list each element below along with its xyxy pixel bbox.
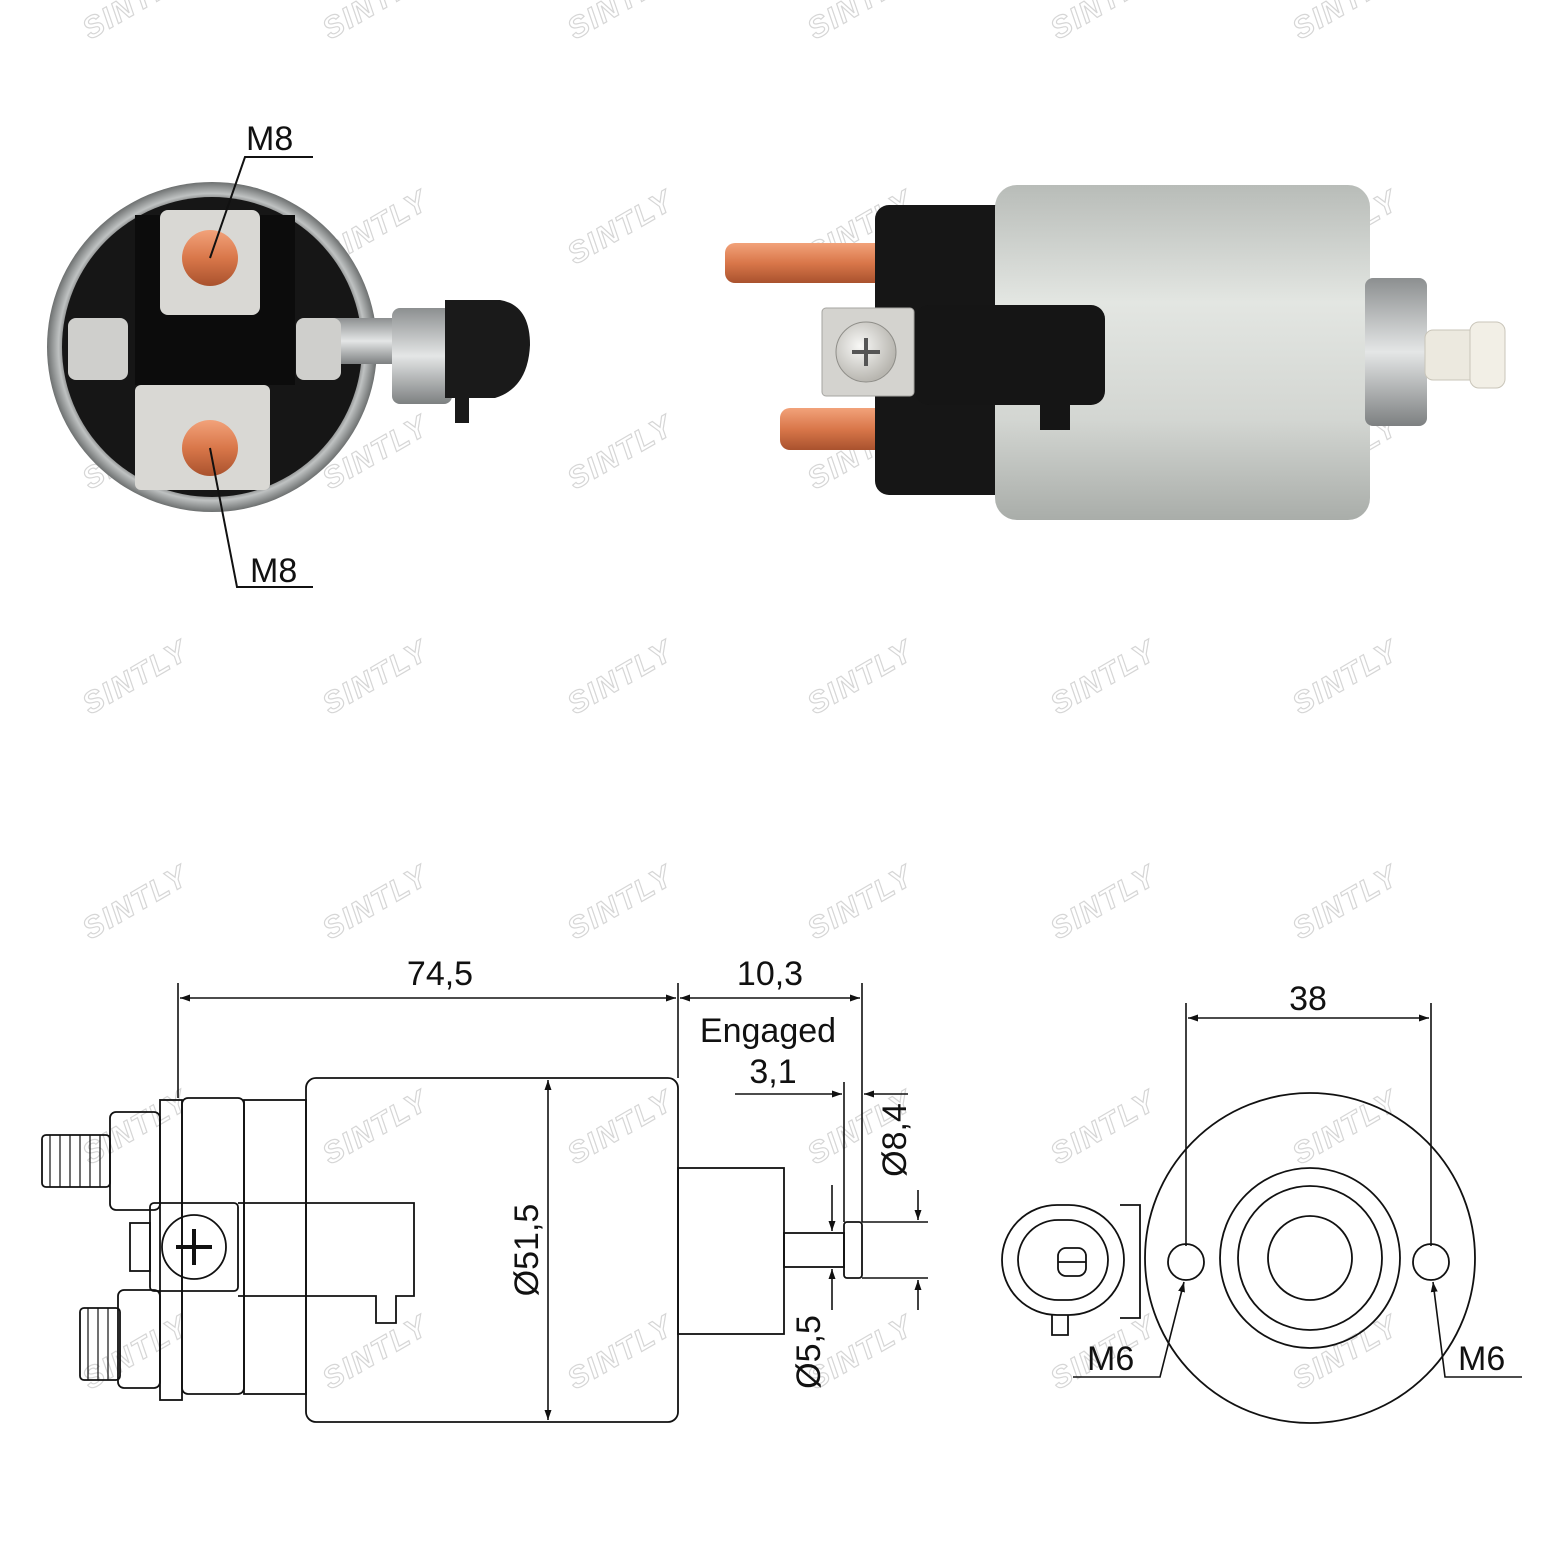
m6-left-label: M6 bbox=[1087, 1340, 1134, 1378]
watermark-text: SINTLY bbox=[802, 0, 920, 46]
watermark-text: SINTLY bbox=[317, 0, 435, 46]
m8-top-label: M8 bbox=[246, 120, 293, 158]
watermark-text: SINTLY bbox=[802, 634, 920, 721]
upper-copper-stud bbox=[725, 243, 890, 283]
watermark-text: SINTLY bbox=[1045, 0, 1163, 46]
connector-bracket bbox=[1120, 1204, 1141, 1319]
lower-copper-stud bbox=[780, 408, 890, 450]
watermark-text: SINTLY bbox=[562, 859, 680, 946]
watermark-text: SINTLY bbox=[77, 0, 195, 46]
end-collar bbox=[1237, 1185, 1383, 1331]
shaft-diameter-label: Ø5,5 bbox=[790, 1315, 828, 1389]
end-inner-ring bbox=[1219, 1167, 1401, 1349]
watermark-text: SINTLY bbox=[1287, 1309, 1405, 1396]
watermark-text: SINTLY bbox=[77, 859, 195, 946]
left-mount-hole bbox=[1167, 1243, 1205, 1281]
engaged-label: Engaged bbox=[700, 1012, 836, 1050]
watermark-text: SINTLY bbox=[562, 1084, 680, 1171]
plunger-head-outline bbox=[843, 1221, 863, 1279]
left-screw-terminal bbox=[68, 318, 128, 380]
watermark-text: SINTLY bbox=[1287, 634, 1405, 721]
m8-bottom-label: M8 bbox=[250, 552, 297, 590]
head-diameter-label: Ø8,4 bbox=[876, 1103, 914, 1177]
bracket-screw-outline bbox=[161, 1214, 227, 1280]
plunger-shaft-outline bbox=[783, 1232, 845, 1268]
connector-latch bbox=[455, 395, 469, 423]
watermark-text: SINTLY bbox=[562, 0, 680, 46]
watermark-text: SINTLY bbox=[77, 634, 195, 721]
right-mount-hole bbox=[1412, 1243, 1450, 1281]
connector-plug bbox=[445, 300, 530, 398]
watermark-text: SINTLY bbox=[1045, 859, 1163, 946]
drawing-end-view bbox=[1001, 1092, 1476, 1424]
connector-latch-side bbox=[1040, 395, 1070, 430]
connector-sleeve-outline bbox=[238, 1202, 415, 1324]
lower-stud-outline bbox=[79, 1307, 121, 1381]
watermark-text: SINTLY bbox=[1287, 859, 1405, 946]
travel-label: 10,3 bbox=[737, 955, 803, 993]
watermark-text: SINTLY bbox=[317, 1084, 435, 1171]
watermark-text: SINTLY bbox=[562, 409, 680, 496]
spacing-label: 38 bbox=[1289, 980, 1327, 1018]
lower-stud-threads bbox=[87, 1308, 109, 1380]
photo-side-view bbox=[725, 185, 1506, 520]
end-outline bbox=[1144, 1092, 1476, 1424]
bracket-lug bbox=[129, 1222, 151, 1272]
watermark-text: SINTLY bbox=[1045, 634, 1163, 721]
nose-outline bbox=[677, 1167, 785, 1335]
bracket-screw-cross bbox=[176, 1229, 212, 1265]
terminal-nut bbox=[392, 308, 452, 404]
end-cap-neck bbox=[243, 1099, 307, 1395]
m6-left-leader bbox=[1073, 1281, 1185, 1378]
engaged-value: 3,1 bbox=[749, 1053, 796, 1091]
right-screw-terminal bbox=[296, 318, 341, 380]
watermark-text: SINTLY bbox=[317, 859, 435, 946]
upper-stud-threads bbox=[49, 1135, 101, 1187]
watermark-text: SINTLY bbox=[562, 1309, 680, 1396]
watermark-text: SINTLY bbox=[802, 859, 920, 946]
solenoid-body bbox=[995, 185, 1370, 520]
photo-end-view: M8 M8 bbox=[47, 120, 530, 590]
end-view-dimensions bbox=[1073, 1003, 1522, 1378]
connector-sleeve bbox=[915, 305, 1105, 405]
watermark-text: SINTLY bbox=[1045, 1084, 1163, 1171]
connector-latch-outline bbox=[1051, 1315, 1069, 1336]
watermark-text: SINTLY bbox=[562, 184, 680, 271]
drawing-side-view bbox=[41, 1077, 863, 1423]
body-diameter-label: Ø51,5 bbox=[508, 1204, 546, 1297]
connector-outer bbox=[1001, 1204, 1125, 1316]
plunger-head bbox=[1469, 321, 1506, 389]
m8-bottom-leader bbox=[209, 447, 313, 588]
front-collar bbox=[1365, 278, 1427, 426]
side-view-dimensions bbox=[177, 983, 928, 1420]
end-bore bbox=[1267, 1215, 1353, 1301]
watermark-text: SINTLY bbox=[77, 1309, 195, 1396]
connector-inner bbox=[1017, 1219, 1109, 1301]
watermark-text: SINTLY bbox=[1287, 0, 1405, 46]
terminal-strap bbox=[330, 318, 410, 364]
watermark-text: SINTLY bbox=[317, 634, 435, 721]
m6-right-leader bbox=[1430, 1281, 1522, 1378]
length-label: 74,5 bbox=[407, 955, 473, 993]
watermark-text: SINTLY bbox=[562, 634, 680, 721]
m6-right-label: M6 bbox=[1458, 1340, 1505, 1378]
m8-top-leader bbox=[209, 156, 313, 259]
terminal-screw-cross bbox=[852, 338, 880, 366]
